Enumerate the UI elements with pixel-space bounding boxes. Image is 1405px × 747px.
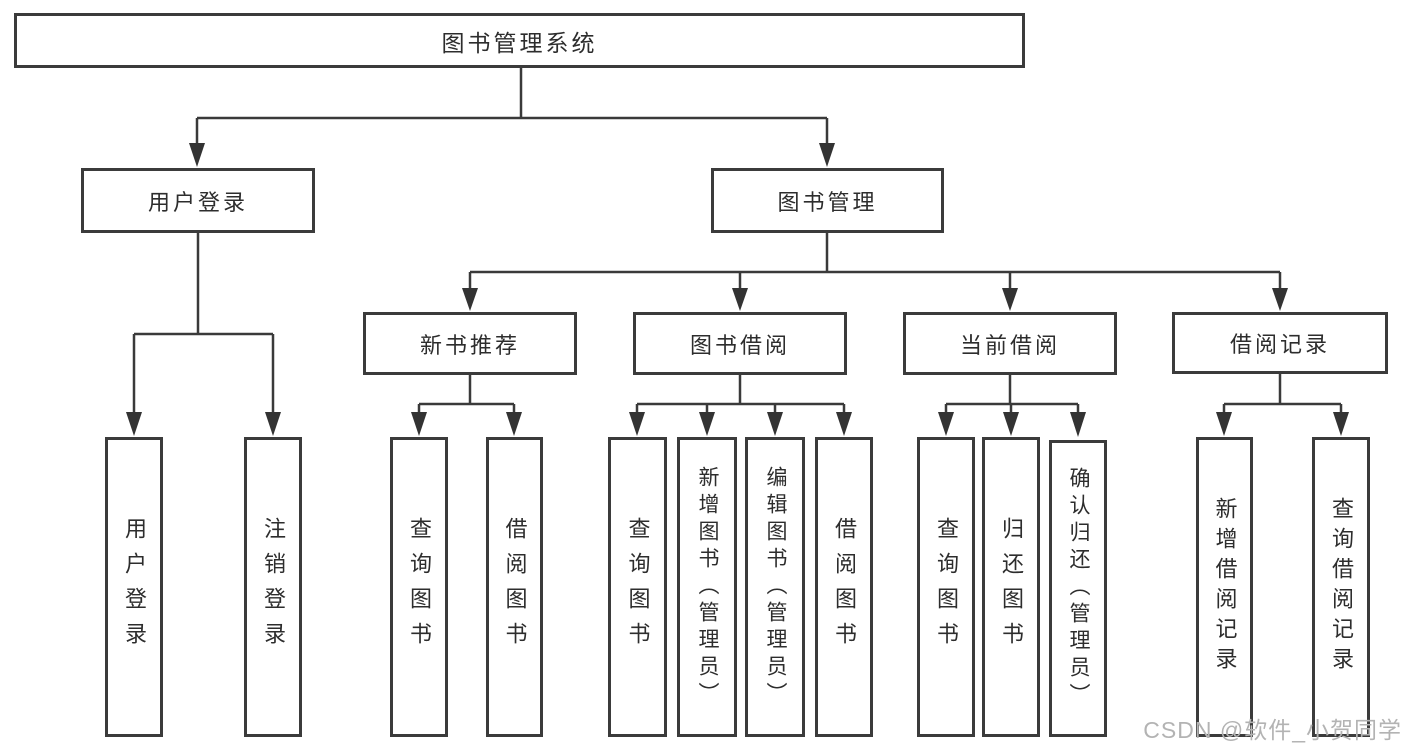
leaf-user-login: 用户登录 xyxy=(105,437,163,737)
node-book-management: 图书管理 xyxy=(711,168,944,233)
leaf-return-books: 归还图书 xyxy=(982,437,1040,737)
leaf-query-books-recommend: 查询图书 xyxy=(390,437,448,737)
node-current-borrowing: 当前借阅 xyxy=(903,312,1117,375)
leaf-borrow-books: 借阅图书 xyxy=(815,437,873,737)
connector-current-borrowing-children xyxy=(938,374,1086,437)
leaf-query-borrow-record: 查询借阅记录 xyxy=(1312,437,1370,737)
leaf-add-books-admin: 新增图书（管理员） xyxy=(677,437,737,737)
node-book-borrowing: 图书借阅 xyxy=(633,312,847,375)
node-new-book-recommendation: 新书推荐 xyxy=(363,312,577,375)
leaf-query-books-current: 查询图书 xyxy=(917,437,975,737)
connector-root-to-level2 xyxy=(189,68,835,167)
node-library-management-system: 图书管理系统 xyxy=(14,13,1025,68)
leaf-query-books-borrowing: 查询图书 xyxy=(608,437,667,737)
connector-new-book-children xyxy=(411,374,522,436)
connector-book-management-children xyxy=(462,233,1288,311)
leaf-confirm-return-admin: 确认归还（管理员） xyxy=(1049,440,1107,737)
node-borrowing-records: 借阅记录 xyxy=(1172,312,1388,374)
leaf-add-borrow-record: 新增借阅记录 xyxy=(1196,437,1253,737)
leaf-borrow-books-recommend: 借阅图书 xyxy=(486,437,543,737)
connector-user-login-children xyxy=(126,233,281,436)
leaf-edit-books-admin: 编辑图书（管理员） xyxy=(745,437,805,737)
node-user-login: 用户登录 xyxy=(81,168,315,233)
connector-borrowing-records-children xyxy=(1216,374,1349,436)
csdn-watermark: CSDN @软件_小贺同学 xyxy=(1143,717,1402,743)
connector-book-borrowing-children xyxy=(629,374,852,436)
leaf-logout: 注销登录 xyxy=(244,437,302,737)
